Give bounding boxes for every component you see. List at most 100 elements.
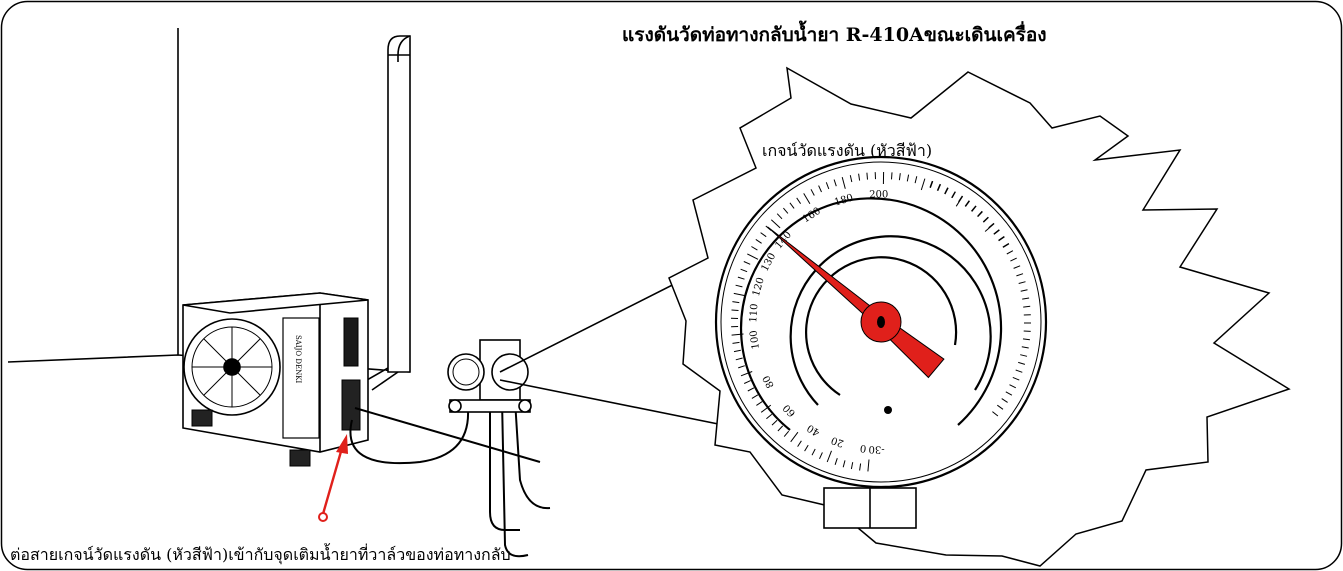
gauge-tick: [790, 431, 799, 443]
gauge-scale-label: -30: [868, 443, 884, 455]
gauge-tick: [914, 176, 918, 184]
gauge-tick: [1022, 297, 1030, 300]
gauge-tick: [1016, 273, 1024, 277]
gauge-scale-label: 100: [748, 329, 762, 349]
gauge-tick: [982, 216, 989, 223]
gauge-tick: [998, 235, 1005, 241]
gauge-ticks: [730, 171, 1031, 472]
gauge-tick: [1005, 391, 1013, 396]
gauge-tick: [803, 193, 811, 204]
gauge-tick: [738, 365, 745, 369]
gauge-tick: [944, 187, 949, 195]
gauge-tick: [929, 180, 933, 188]
gauge-tick: [731, 309, 739, 311]
connection-pointer-arrow: [318, 434, 348, 522]
gauge-tick: [1015, 369, 1023, 373]
gauge-scale-label: 20: [830, 434, 846, 449]
gauge-tick: [841, 176, 846, 189]
gauge-tick: [770, 219, 781, 229]
gauge-tick: [859, 463, 862, 471]
diagram-title: แรงดันวัดท่อทางกลับน้ำยา R-410Aขณะเดินเค…: [622, 24, 1047, 46]
gauge-tick: [964, 200, 970, 207]
gauge-tick: [776, 213, 783, 220]
gauge-tick: [988, 222, 995, 229]
gauge-tick: [891, 172, 893, 180]
gauge-tick: [1012, 376, 1020, 381]
gauge-tick: [751, 394, 759, 399]
gauge-tick: [751, 246, 758, 251]
gauge-tick: [1006, 250, 1014, 255]
gauge-tick: [850, 462, 854, 470]
gauge-tick: [796, 197, 802, 204]
gauge-tick: [997, 404, 1004, 410]
gauge-tick: [958, 195, 963, 203]
gauge-tick: [756, 401, 763, 406]
gauge-needle-pin: [877, 316, 885, 328]
gauge-tick: [898, 173, 901, 181]
gauge-tick: [747, 387, 755, 392]
gauge-tick: [825, 182, 830, 190]
gauge-tick: [951, 191, 956, 198]
unit-brand-label: SAIJO DENKI: [294, 335, 302, 383]
gauge-tick: [992, 411, 999, 417]
gauge-tick: [833, 179, 837, 187]
gauge-small-dot: [884, 406, 892, 414]
gauge-tick: [826, 450, 832, 463]
gauge-tick: [937, 184, 942, 191]
gauge-tick: [842, 460, 846, 468]
gauge-needle: [767, 226, 945, 379]
gauge-tick: [811, 448, 816, 456]
gauge-tick: [810, 189, 815, 196]
gauge-scale-label: 200: [869, 189, 888, 200]
gauge-tick: [929, 181, 934, 188]
gauge-tick: [977, 210, 983, 217]
outdoor-unit: [182, 292, 369, 467]
gauge-tick: [1020, 354, 1028, 357]
gauge-tick: [743, 261, 751, 265]
gauge-tick: [735, 357, 743, 361]
gauge-tick: [1018, 281, 1026, 284]
gauge-tick: [766, 413, 773, 420]
gauge-tick: [819, 452, 823, 460]
gauge-tick: [777, 425, 784, 432]
gauge-tick: [1013, 265, 1021, 269]
gauge-tick: [1020, 289, 1028, 292]
gauge-tick: [783, 430, 790, 437]
gauge-tick: [747, 253, 759, 260]
gauge-tick: [740, 371, 753, 377]
manifold-gauge: [447, 339, 532, 413]
gauge-tick: [993, 229, 1000, 235]
gauge-label: เกจน์วัดแรงดัน (หัวสีฟ้า): [762, 141, 933, 160]
gauge-tick: [760, 404, 772, 413]
gauge-tick: [737, 276, 745, 280]
gauge-inner-arcs: [739, 197, 1003, 431]
gauge-tick: [731, 333, 744, 336]
gauge-tick: [733, 349, 741, 353]
gauge-scale-label: 110: [748, 303, 760, 323]
pressure-gauge: -30020406080100110120130140160180200: [714, 155, 1048, 529]
gauge-tick: [760, 232, 767, 238]
gauge-tick: [732, 301, 740, 304]
gauge-scale-label: 120: [751, 276, 767, 297]
gauge-tick: [1001, 398, 1008, 403]
gauge-tick: [1002, 242, 1010, 248]
gauge-tick: [1023, 305, 1031, 308]
gauge-scale-label: 180: [833, 192, 854, 208]
gauge-tick: [740, 268, 748, 273]
gauge-tick: [849, 175, 853, 183]
gauge-tick: [797, 440, 802, 447]
gauge-tick: [732, 341, 740, 344]
gauge-tick: [965, 200, 971, 207]
gauge-tick: [858, 173, 861, 181]
gauge-tick: [834, 458, 838, 465]
gauge-tick: [735, 284, 743, 288]
gauge-tick: [936, 183, 941, 191]
gauge-tick: [1009, 384, 1017, 389]
gauge-tick: [971, 205, 977, 212]
gauge-tick: [1022, 338, 1030, 341]
gauge-tick: [733, 292, 746, 297]
gauge-tick: [920, 178, 926, 191]
gauge-tick: [866, 172, 868, 180]
gauge-tick: [789, 202, 795, 209]
